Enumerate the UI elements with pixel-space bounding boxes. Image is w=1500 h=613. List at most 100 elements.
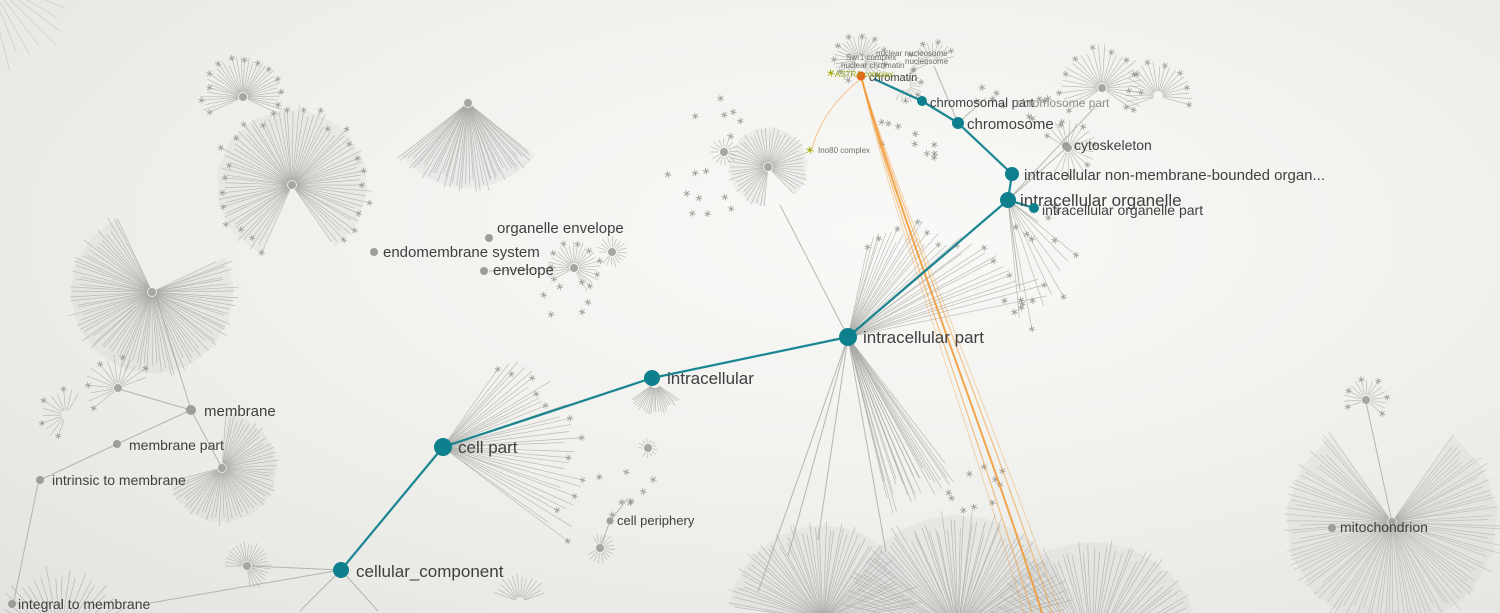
node-chromosomal-part[interactable] [917, 96, 927, 106]
cluster-spoke [201, 97, 239, 101]
label-intracellular-part[interactable]: intracellular part [863, 328, 984, 347]
node-mitochondrion[interactable] [1328, 524, 1336, 532]
star-glyph [1126, 88, 1132, 94]
label-nuclear-chromatin[interactable]: nuclear chromatin [841, 61, 905, 70]
star-glyph [911, 141, 918, 147]
label-chromosome[interactable]: chromosome [967, 116, 1054, 133]
label-swr1-complex[interactable]: Swr1 complex [846, 53, 896, 62]
green-term-marker[interactable] [829, 71, 833, 75]
cluster-spoke [848, 36, 859, 56]
node-chromosome[interactable] [952, 117, 964, 129]
cluster-spoke [1393, 526, 1434, 605]
node-organelle-envelope[interactable] [485, 234, 493, 242]
cluster-center-dot [114, 384, 122, 392]
label-intracellular-organelle-part[interactable]: intracellular organelle part [1042, 202, 1203, 218]
label-intracellular-non-membrane-bounded-organelle[interactable]: intracellular non-membrane-bounded organ… [1024, 167, 1325, 184]
cluster-spoke [229, 555, 243, 564]
cluster-spoke [769, 129, 780, 163]
cluster-spoke [1396, 523, 1483, 564]
cluster-spoke [73, 580, 92, 613]
label-nucleosome[interactable]: nucleosome [905, 57, 949, 66]
label-membrane-part[interactable]: membrane part [129, 437, 224, 453]
node-cell-part[interactable] [434, 438, 452, 456]
cluster-spoke [1357, 526, 1391, 613]
cluster-spoke [1006, 582, 1045, 613]
star-glyph [948, 48, 954, 54]
star-glyph [560, 241, 567, 247]
cluster-spoke [736, 146, 765, 165]
cluster-spoke [589, 551, 597, 560]
node-cellular-component[interactable] [333, 562, 349, 578]
cluster-spoke [658, 385, 678, 402]
cluster-spoke [75, 278, 148, 292]
node-integral-to-membrane[interactable] [8, 600, 16, 608]
node-intracellular[interactable] [644, 370, 660, 386]
label-ino80-complex[interactable]: Ino80 complex [818, 146, 870, 155]
star-glyph [1379, 411, 1385, 417]
node-cytoskeleton[interactable] [1062, 142, 1070, 150]
cluster-spoke [409, 106, 465, 169]
node-cell-periphery[interactable] [606, 517, 614, 525]
cluster-spoke [447, 442, 565, 448]
cluster-spoke [643, 387, 654, 412]
label-chromatin[interactable]: chromatin [869, 72, 917, 84]
label-mitochondrion[interactable]: mitochondrion [1340, 519, 1428, 535]
green-term-marker[interactable] [808, 148, 812, 152]
cluster-center-dot [1362, 396, 1370, 404]
cluster-spoke [849, 341, 914, 477]
label-nuclear-nucleosome[interactable]: nuclear nucleosome [876, 49, 948, 58]
cluster-spoke [121, 296, 151, 360]
cluster-spoke [863, 43, 878, 57]
label-organelle-envelope[interactable]: organelle envelope [497, 220, 624, 237]
label-cell-periphery[interactable]: cell periphery [617, 513, 695, 528]
node-envelope[interactable] [480, 267, 488, 275]
label-chromosome-part[interactable]: chromosome part [1016, 96, 1110, 110]
label-chromosomal-part[interactable]: chromosomal part [930, 95, 1034, 110]
cluster-spoke [1334, 526, 1390, 613]
cluster-spoke [226, 455, 274, 468]
node-endomembrane-system[interactable] [370, 248, 378, 256]
label-intracellular-organelle[interactable]: intracellular organelle [1020, 191, 1182, 210]
cluster-spoke [726, 156, 731, 164]
cluster-spoke [849, 341, 897, 512]
cluster-spoke [225, 471, 265, 505]
label-intracellular[interactable]: intracellular [667, 369, 754, 388]
star-glyph [85, 382, 91, 388]
cluster-spoke [743, 134, 766, 164]
node-intracellular-organelle-part[interactable] [1029, 203, 1039, 213]
star-glyph [1006, 272, 1013, 278]
node-chromatin[interactable] [856, 71, 866, 81]
label-intrinsic-to-membrane[interactable]: intrinsic to membrane [52, 472, 186, 488]
cluster-spoke [1011, 203, 1069, 262]
node-intracellular-non-membrane-bounded-organelle[interactable] [1005, 167, 1019, 181]
cluster-spoke [1327, 525, 1390, 603]
label-endomembrane-system[interactable]: endomembrane system [383, 244, 540, 261]
label-membrane[interactable]: membrane [204, 403, 276, 420]
cluster-spoke [447, 447, 565, 469]
label-cell-part[interactable]: cell part [458, 438, 518, 457]
node-intracellular-part[interactable] [839, 328, 857, 346]
cluster-spoke [222, 472, 230, 523]
cluster-spoke [234, 143, 289, 183]
label-envelope[interactable]: envelope [493, 262, 554, 279]
cluster-spoke [853, 37, 859, 56]
cluster-spoke [1011, 589, 1043, 613]
cluster-spoke [712, 154, 720, 160]
label-cytoskeleton[interactable]: cytoskeleton [1074, 137, 1152, 153]
cluster-spoke [43, 400, 63, 413]
node-membrane[interactable] [186, 405, 196, 415]
node-intracellular-organelle[interactable] [1000, 192, 1016, 208]
cluster-spoke [1317, 525, 1389, 599]
cluster-center-dot [764, 163, 772, 171]
label-cellular-component[interactable]: cellular_component [356, 562, 504, 581]
label-integral-to-membrane[interactable]: integral to membrane [18, 596, 151, 612]
node-intrinsic-to-membrane[interactable] [36, 476, 44, 484]
cluster-spoke [1362, 526, 1391, 609]
star-glyph [737, 118, 744, 124]
node-membrane-part[interactable] [113, 440, 121, 448]
cluster-spoke [823, 530, 834, 613]
label-astra-complex[interactable]: ASTRA complex [835, 70, 893, 79]
star-glyph [915, 92, 921, 98]
